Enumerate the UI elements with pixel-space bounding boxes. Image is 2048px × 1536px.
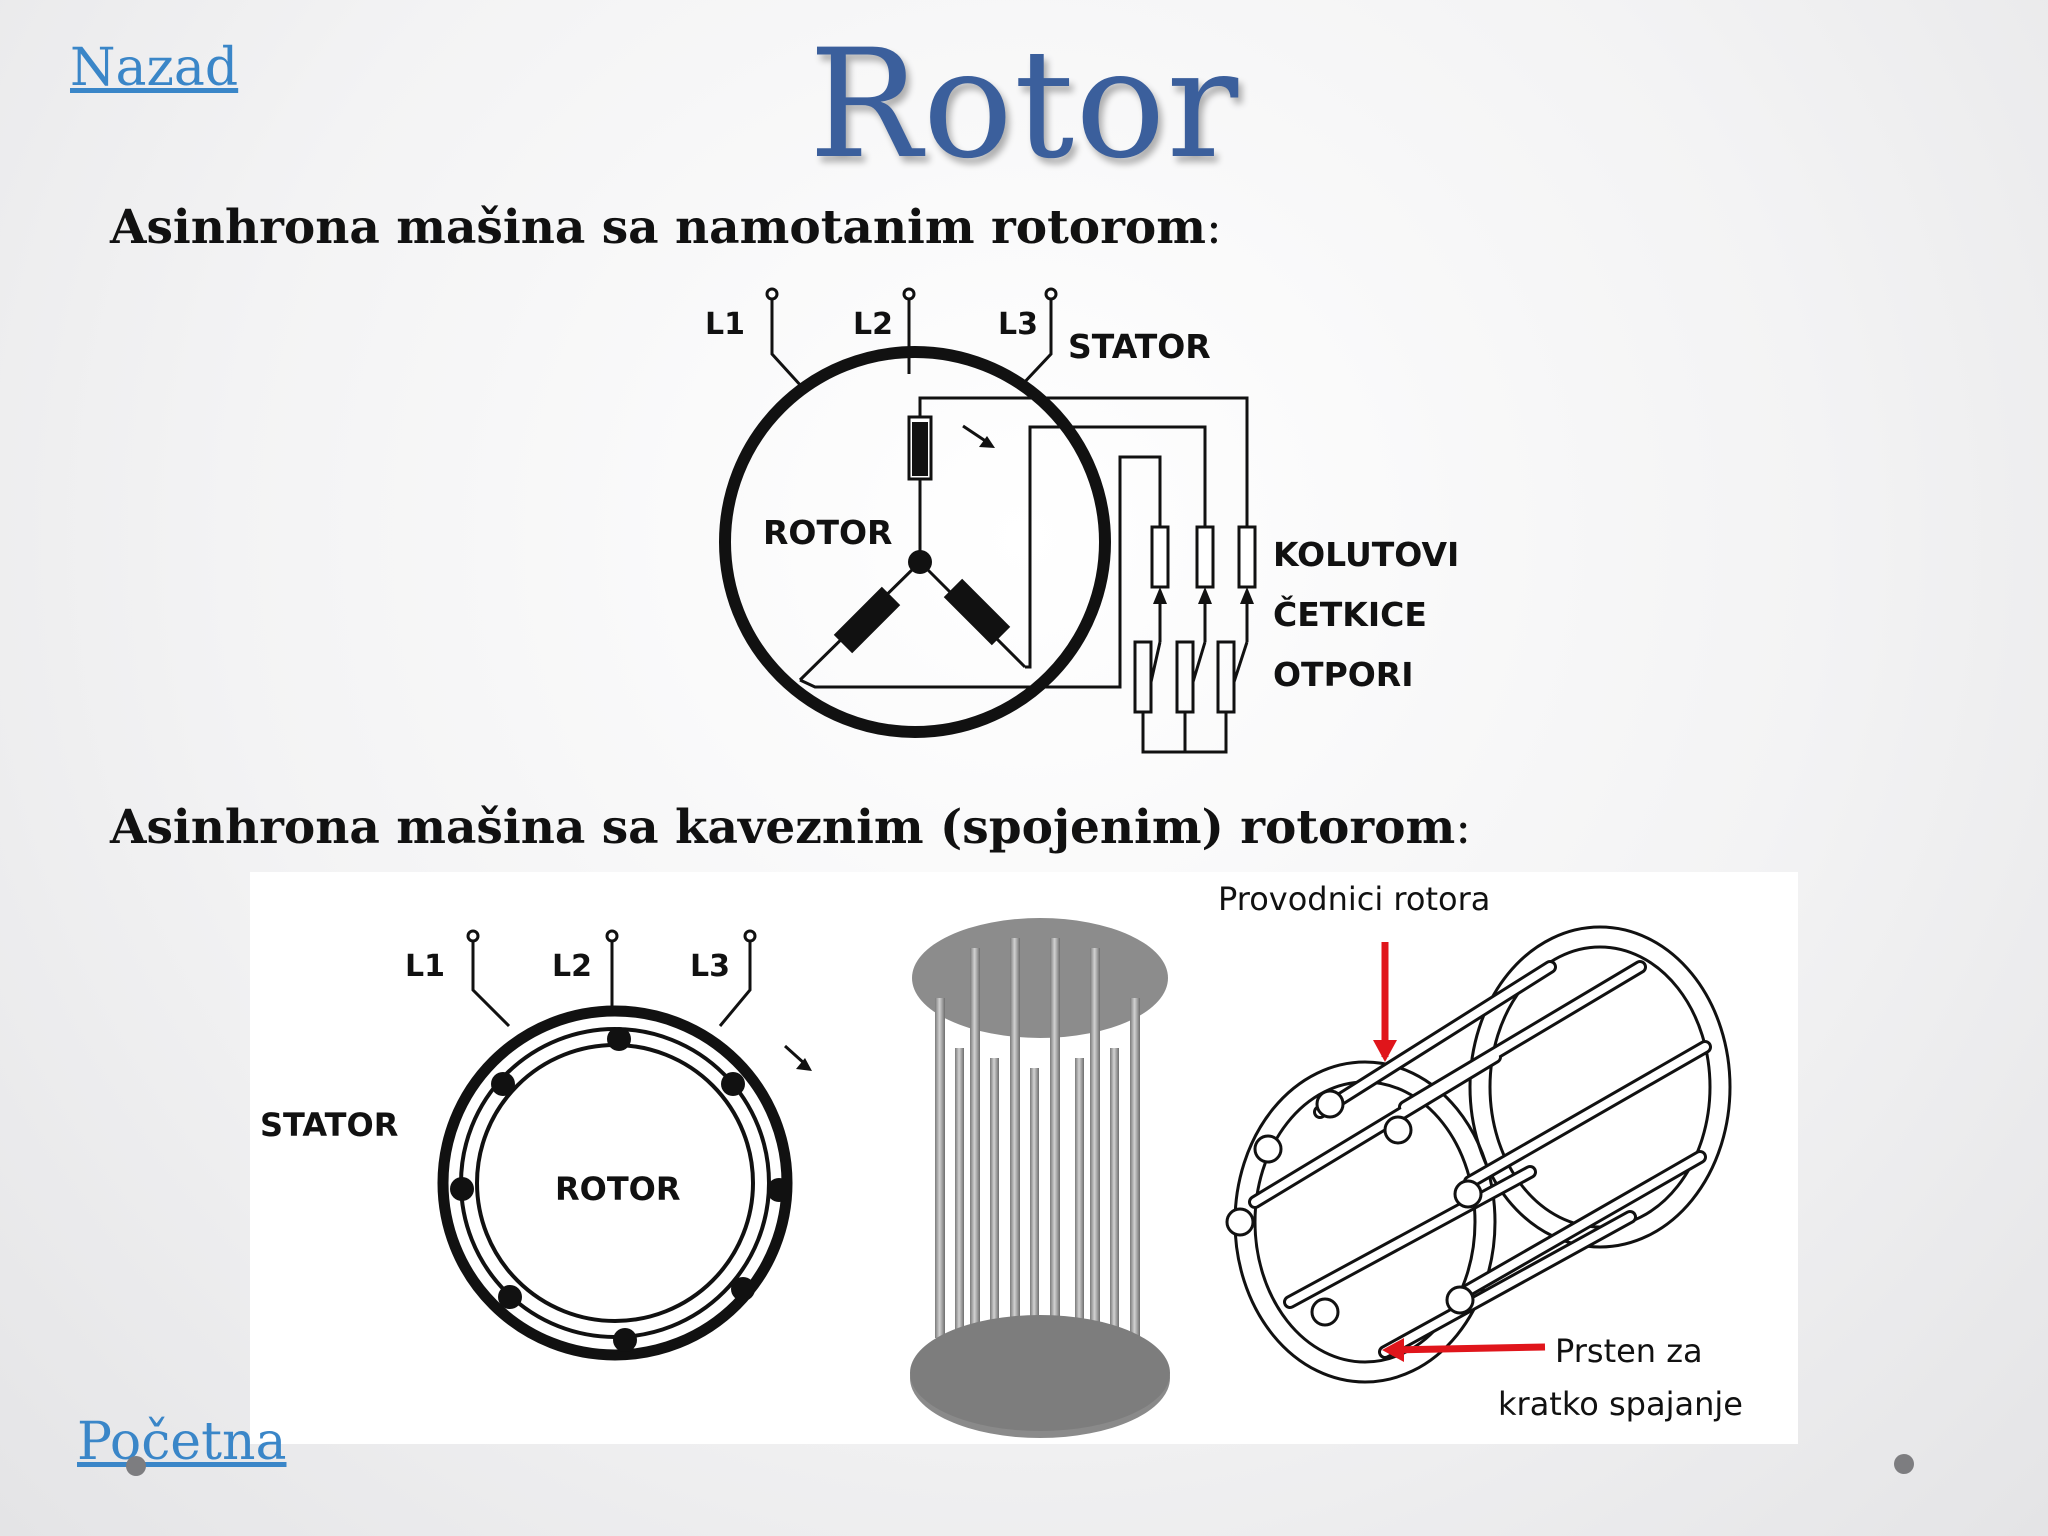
- short-circuit-ring-label-line1: Prsten za: [1555, 1332, 1703, 1370]
- squirrel-cage-3d-illustration: [910, 918, 1170, 1438]
- wound-rotor-diagram: L1 L2 L3 STATOR ROTOR KOLUTOVI ČETKICE O…: [705, 287, 1459, 754]
- phase-label-l1: L1: [405, 949, 445, 984]
- heading-colon: :: [1455, 800, 1472, 855]
- resistors-label: OTPORI: [1273, 655, 1414, 694]
- stator-label: STATOR: [260, 1106, 398, 1144]
- conductors-label: Provodnici rotora: [1218, 880, 1490, 918]
- rotor-label: ROTOR: [555, 1170, 681, 1208]
- slip-rings-label: KOLUTOVI: [1273, 535, 1459, 574]
- home-link[interactable]: Početna: [77, 1412, 287, 1472]
- rotor-label: ROTOR: [763, 513, 892, 552]
- cage-rotor-schematic: L1 L2 L3 STATOR ROTOR: [260, 929, 812, 1361]
- phase-label-l2: L2: [552, 949, 592, 984]
- phase-label-l1: L1: [705, 307, 745, 342]
- cage-rotor-labeled-diagram: Provodnici rotora Prsten za kratko spaja…: [1218, 880, 1743, 1423]
- section-heading-wound-rotor: Asinhrona mašina sa namotanim rotorom:: [110, 200, 1222, 255]
- short-circuit-ring-label-line2: kratko spajanje: [1498, 1385, 1743, 1423]
- decorative-dot-right: [1894, 1454, 1914, 1474]
- section-heading-text: Asinhrona mašina sa kaveznim (spojenim) …: [110, 800, 1456, 855]
- decorative-dot-left: [126, 1456, 146, 1476]
- brushes-label: ČETKICE: [1273, 594, 1427, 634]
- phase-label-l2: L2: [853, 307, 893, 342]
- stator-label: STATOR: [1068, 327, 1211, 366]
- phase-label-l3: L3: [998, 307, 1038, 342]
- phase-label-l3: L3: [690, 949, 730, 984]
- section-heading-cage-rotor: Asinhrona mašina sa kaveznim (spojenim) …: [110, 800, 1471, 855]
- section-heading-text: Asinhrona mašina sa namotanim rotorom: [110, 200, 1206, 255]
- slide-title: Rotor: [808, 18, 1240, 192]
- heading-colon: :: [1206, 200, 1222, 255]
- back-link[interactable]: Nazad: [70, 38, 239, 98]
